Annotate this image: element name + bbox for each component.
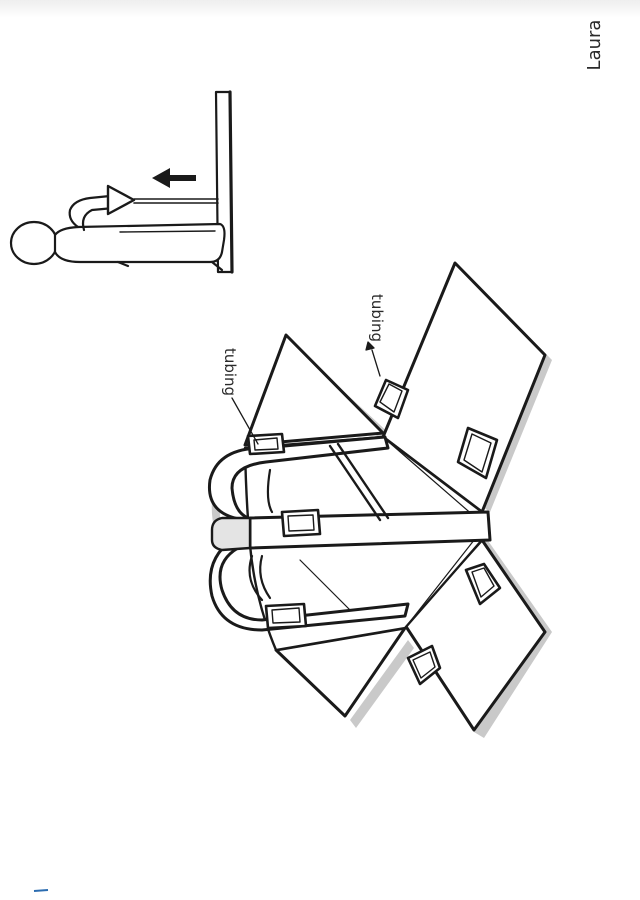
tubing-label-right: tubing [368,294,386,342]
tubing-label-left: tubing [221,348,239,396]
figure-body [53,222,226,264]
resistance-handle [106,184,136,216]
figure-illustration [9,90,234,274]
buckles [246,378,502,686]
inner-strap [328,444,382,522]
label-leaders [231,341,381,445]
buckle-flap-lower-icon [464,562,502,606]
bag-drawing [207,261,552,738]
figure-arm [68,194,112,229]
left-upper-panel [243,333,385,447]
figure-head [9,220,59,266]
pen-mark [33,889,49,892]
carry-handle-top [207,435,390,522]
strap-roll [210,516,252,552]
scan-edge-shadow [0,0,640,18]
buckle-flap-bottom-icon [406,644,442,686]
buckle-center-icon [280,508,322,538]
pull-direction-arrow-icon [152,168,196,188]
signature: Laura [584,20,605,71]
